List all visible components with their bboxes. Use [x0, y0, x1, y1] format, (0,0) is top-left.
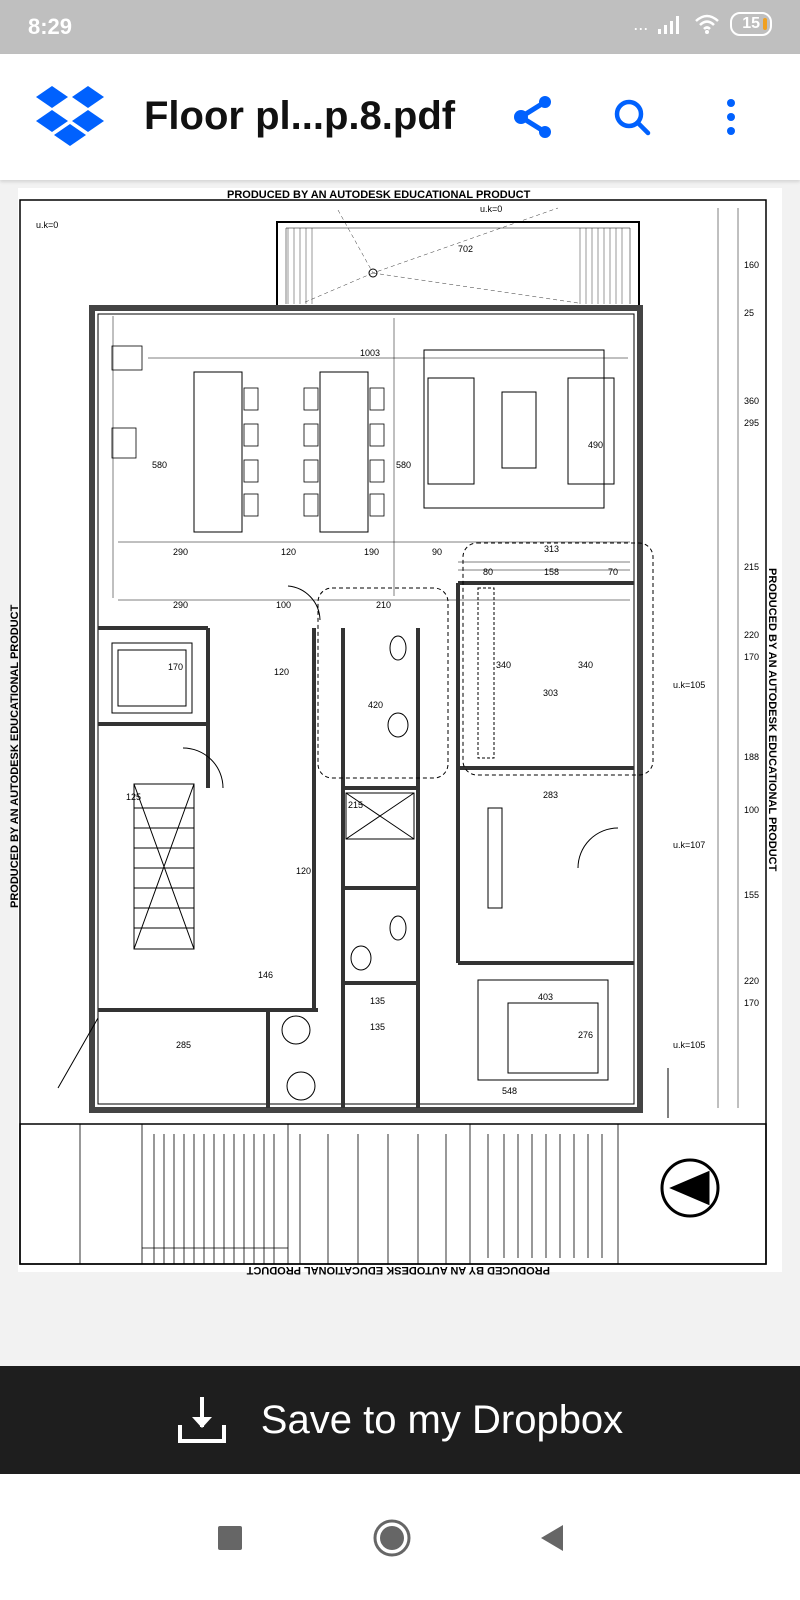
- back-icon: [541, 1525, 563, 1551]
- dropbox-logo-icon: [36, 86, 104, 146]
- watermark-left: PRODUCED BY AN AUTODESK EDUCATIONAL PROD…: [9, 604, 21, 908]
- dim-label: 548: [502, 1086, 517, 1096]
- north-arrow: [660, 1158, 720, 1218]
- level-label: u.k=107: [673, 840, 705, 850]
- right-dim: 170: [744, 998, 759, 1008]
- more-options-button[interactable]: [706, 92, 756, 142]
- watermark-bottom: PRODUCED BY AN AUTODESK EDUCATIONAL PROD…: [246, 1264, 550, 1276]
- recents-button[interactable]: [208, 1516, 252, 1560]
- battery-indicator: 15: [730, 12, 772, 36]
- right-dim: 295: [744, 418, 759, 428]
- wifi-icon: [695, 14, 720, 34]
- search-icon: [614, 99, 651, 136]
- dim-label: 340: [496, 660, 511, 670]
- level-label: u.k=105: [673, 680, 705, 690]
- dim-label: 70: [608, 567, 618, 577]
- right-dim: 360: [744, 396, 759, 406]
- dim-label: 100: [276, 600, 291, 610]
- dim-label: 580: [396, 460, 411, 470]
- dim-label: 90: [432, 547, 442, 557]
- dim-label: 285: [176, 1040, 191, 1050]
- right-dim: 215: [744, 562, 759, 572]
- dim-label: 125: [126, 792, 141, 802]
- title-block: [19, 1123, 767, 1265]
- dim-label: 135: [370, 996, 385, 1006]
- dim-label: 120: [274, 667, 289, 677]
- status-bar: 8:29 ... 15: [0, 0, 800, 54]
- right-dim: 155: [744, 890, 759, 900]
- recents-icon: [218, 1526, 242, 1550]
- right-dim: 188: [744, 752, 759, 762]
- dim-label: 1003: [360, 348, 380, 358]
- dim-label: 276: [578, 1030, 593, 1040]
- pdf-page[interactable]: u.k=0 u.k=0 702 1003 580 580 290 120 190…: [9, 188, 782, 1276]
- dim-label: 135: [370, 1022, 385, 1032]
- watermark-top: PRODUCED BY AN AUTODESK EDUCATIONAL PROD…: [227, 189, 531, 201]
- dim-label: 303: [543, 688, 558, 698]
- dim-label: 210: [376, 600, 391, 610]
- right-dim: 100: [744, 805, 759, 815]
- dim-label: 290: [173, 547, 188, 557]
- dim-label: 283: [543, 790, 558, 800]
- dim-label: 80: [483, 567, 493, 577]
- right-dim: 160: [744, 260, 759, 270]
- balcony: [276, 221, 640, 309]
- dim-label: 120: [296, 866, 311, 876]
- right-dim: 170: [744, 652, 759, 662]
- right-dim: 220: [744, 630, 759, 640]
- download-icon: [177, 1397, 226, 1443]
- navigation-bar: [0, 1474, 800, 1600]
- more-vert-icon: [727, 99, 735, 135]
- dim-label: 158: [544, 567, 559, 577]
- document-title: Floor pl...p.8.pdf: [144, 94, 456, 138]
- status-time: 8:29: [28, 14, 73, 39]
- floor-plan-drawing: u.k=0 u.k=0 702 1003 580 580 290 120 190…: [9, 189, 778, 1276]
- level-label: u.k=105: [673, 1040, 705, 1050]
- dim-label: 340: [578, 660, 593, 670]
- search-button[interactable]: [607, 92, 657, 142]
- dim-label: 215: [348, 800, 363, 810]
- dim-label: 403: [538, 992, 553, 1002]
- dim-label: 420: [368, 700, 383, 710]
- share-icon: [514, 96, 551, 138]
- level-label: u.k=0: [36, 220, 58, 230]
- home-button[interactable]: [370, 1516, 414, 1560]
- watermark-right: PRODUCED BY AN AUTODESK EDUCATIONAL PROD…: [766, 568, 778, 872]
- save-to-dropbox-button[interactable]: Save to my Dropbox: [0, 1366, 800, 1474]
- dim-label: 146: [258, 970, 273, 980]
- level-label: u.k=0: [480, 204, 502, 214]
- signal-dots: ...: [633, 13, 649, 34]
- dim-label: 313: [544, 544, 559, 554]
- right-dim: 25: [744, 308, 754, 318]
- dim-label: 290: [173, 600, 188, 610]
- app-bar: Floor pl...p.8.pdf: [0, 54, 800, 180]
- home-icon: [373, 1519, 411, 1557]
- dim-label: 120: [281, 547, 296, 557]
- right-dim: 220: [744, 976, 759, 986]
- dim-label: 702: [458, 244, 473, 254]
- save-button-label: Save to my Dropbox: [260, 1397, 624, 1442]
- dim-label: 580: [152, 460, 167, 470]
- share-button[interactable]: [508, 92, 558, 142]
- dim-label: 170: [168, 662, 183, 672]
- dim-label: 490: [588, 440, 603, 450]
- signal-icon: [658, 16, 680, 34]
- back-button[interactable]: [530, 1516, 574, 1560]
- dim-label: 190: [364, 547, 379, 557]
- outer-walls: [89, 305, 643, 1113]
